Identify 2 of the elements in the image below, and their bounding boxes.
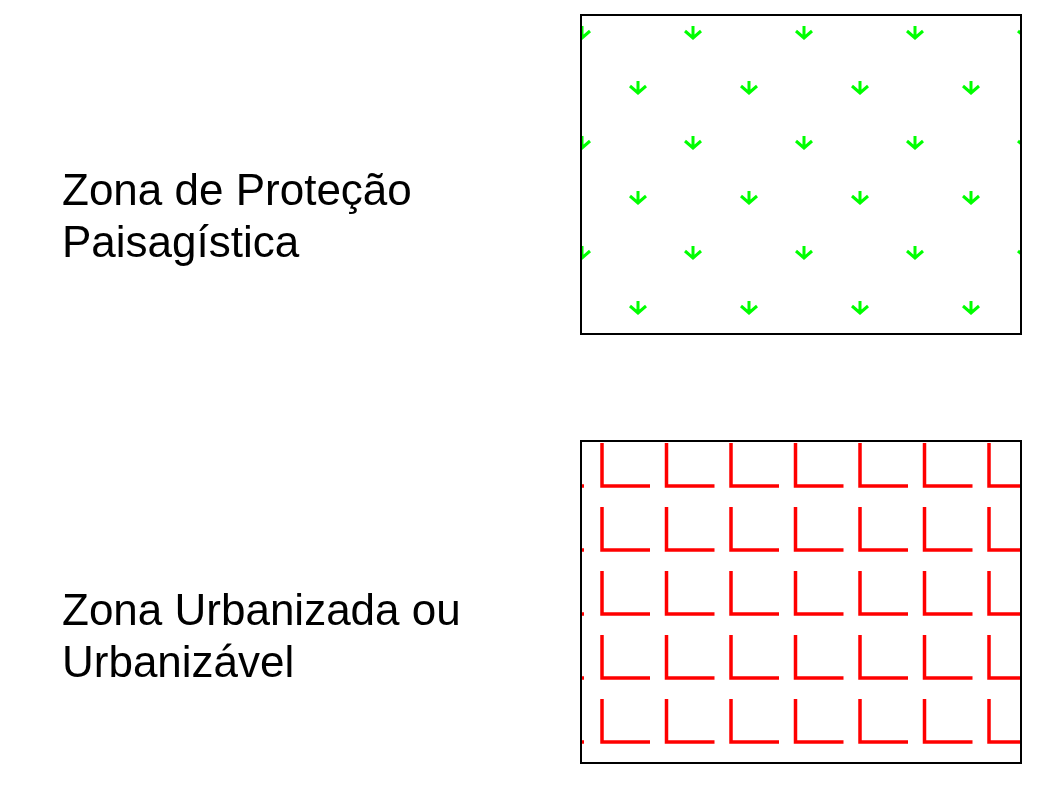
legend-label: Zona Urbanizada ou Urbanizável: [62, 584, 462, 688]
legend-label: Zona de Proteção Paisagística: [62, 164, 413, 268]
